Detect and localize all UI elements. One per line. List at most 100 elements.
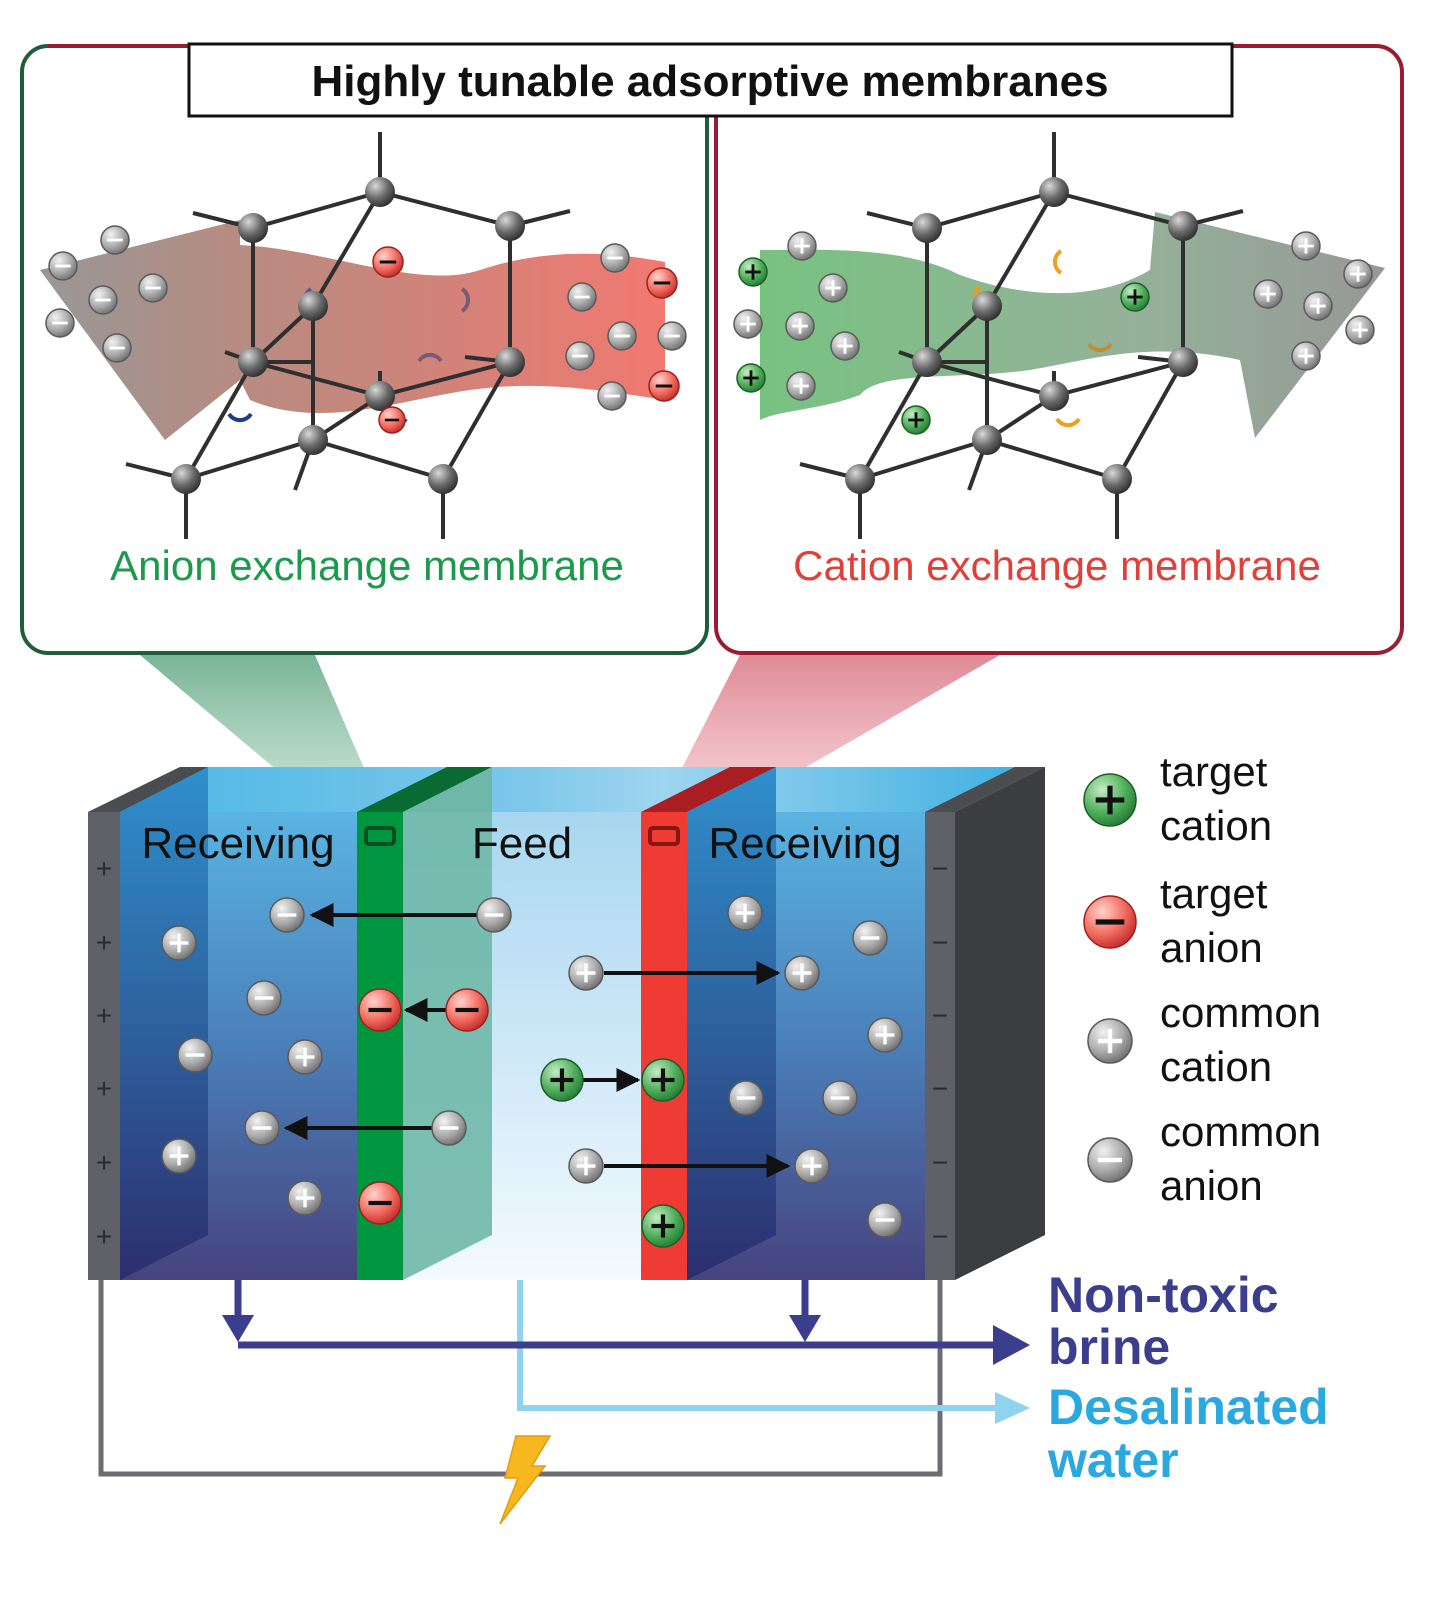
cell-target-anion-2-bar bbox=[368, 1200, 392, 1206]
cell-common-anion-9-bar bbox=[875, 1218, 895, 1222]
cell-common-anion-7-bar bbox=[736, 1096, 756, 1100]
anode-sign: + bbox=[96, 853, 112, 884]
cell-common-cation-2-bar-v bbox=[177, 1146, 181, 1166]
legend-common-cation-line1: common bbox=[1160, 989, 1321, 1036]
lattice-bond bbox=[1115, 361, 1185, 480]
lattice-bond bbox=[379, 360, 511, 398]
cell-common-anion-1 bbox=[476, 897, 512, 933]
panel-target-anion-3-bar bbox=[384, 418, 400, 422]
legend: targetcationtargetanioncommoncationcommo… bbox=[1083, 748, 1321, 1209]
cell-common-cation-9-bar-v bbox=[810, 1156, 814, 1176]
panel-common-anion-2 bbox=[88, 285, 118, 315]
lattice-bond bbox=[1053, 360, 1184, 398]
cathode-top bbox=[925, 767, 1045, 812]
panel-common-cation-5 bbox=[786, 371, 816, 401]
cell-target-anion-1 bbox=[445, 988, 489, 1032]
panel-common-cation-8-bar-v bbox=[1266, 286, 1270, 302]
lattice-bond bbox=[926, 360, 1055, 398]
cation-flow-ribbon bbox=[760, 212, 1385, 438]
transport-arrows bbox=[283, 903, 791, 1178]
panel-target-cation-2 bbox=[1120, 282, 1150, 312]
cell-common-anion-3 bbox=[177, 1037, 213, 1073]
cell-common-anion-7 bbox=[728, 1080, 764, 1116]
panel-common-cation-7-bar-v bbox=[1356, 266, 1360, 282]
binding-site-icon bbox=[460, 287, 470, 313]
panel-common-cation-0-bar-v bbox=[800, 238, 804, 254]
feed-left-wall bbox=[403, 767, 492, 1280]
legend-target-cation-line2: cation bbox=[1160, 802, 1272, 849]
legend-target-cation-icon-bar-v bbox=[1107, 785, 1113, 815]
legend-common-cation-icon bbox=[1087, 1018, 1133, 1064]
cell-common-anion-3-bar bbox=[185, 1053, 205, 1057]
anode-sign: + bbox=[96, 1221, 112, 1252]
cell-common-cation-8 bbox=[568, 1148, 604, 1184]
panel-common-cation-4-bar-v bbox=[843, 338, 847, 354]
brine-arrowhead bbox=[993, 1325, 1030, 1365]
panel-common-cation-10 bbox=[1345, 315, 1375, 345]
panel-common-anion-8-bar bbox=[614, 334, 630, 338]
panel-target-cation-3-bar-v bbox=[914, 412, 918, 428]
lattice-bond bbox=[1053, 190, 1184, 228]
water-label-line1: Desalinated bbox=[1048, 1379, 1329, 1435]
binding-site-icon bbox=[1087, 342, 1113, 352]
cell-target-cation-1-bar-v bbox=[660, 1068, 666, 1092]
lattice-node bbox=[365, 177, 395, 207]
panel-target-anion-3 bbox=[378, 406, 406, 434]
cell-ions bbox=[161, 895, 903, 1248]
cell-common-anion-8-bar bbox=[830, 1096, 850, 1100]
brine-label-line1: Non-toxic bbox=[1048, 1267, 1279, 1323]
cell-common-anion-5 bbox=[431, 1110, 467, 1146]
cell-common-cation-6-bar-v bbox=[800, 963, 804, 983]
cell-common-cation-0-bar-v bbox=[177, 933, 181, 953]
lattice-node bbox=[238, 213, 268, 243]
legend-target-cation-line1: target bbox=[1160, 748, 1268, 795]
panel-common-cation-6 bbox=[1291, 231, 1321, 261]
anion-lattice bbox=[125, 132, 571, 539]
cell-common-anion-4 bbox=[244, 1110, 280, 1146]
cell-target-cation-0-bar-v bbox=[559, 1068, 565, 1092]
panel-target-anion-1-bar bbox=[379, 260, 397, 264]
panel-common-cation-1 bbox=[818, 273, 848, 303]
anode-top bbox=[88, 767, 208, 812]
panel-common-anion-8 bbox=[607, 321, 637, 351]
lattice-bond bbox=[926, 190, 1055, 230]
right-chamber-label: Receiving bbox=[708, 819, 901, 868]
lattice-node bbox=[1039, 381, 1069, 411]
panel-target-cation-0-bar-v bbox=[751, 264, 755, 280]
lattice-bond bbox=[185, 438, 314, 481]
panel-common-cation-0 bbox=[787, 231, 817, 261]
lattice-node bbox=[1039, 177, 1069, 207]
panel-common-cation-2-bar-v bbox=[746, 316, 750, 332]
cell-common-anion-4-bar bbox=[252, 1126, 272, 1130]
panel-common-anion-6 bbox=[600, 243, 630, 273]
cell-target-cation-0 bbox=[540, 1058, 584, 1102]
lattice-bond bbox=[252, 360, 381, 398]
legend-target-anion-line1: target bbox=[1160, 870, 1268, 917]
cell-common-cation-8-bar-v bbox=[584, 1156, 588, 1176]
cation-membrane-slot bbox=[648, 826, 680, 846]
panel-common-anion-4-bar bbox=[52, 321, 68, 325]
cell-common-anion-1-bar bbox=[484, 913, 504, 917]
panel-common-anion-0-bar bbox=[55, 264, 71, 268]
cell-target-anion-2 bbox=[358, 1181, 402, 1225]
legend-target-anion-icon bbox=[1083, 895, 1137, 949]
panel-common-cation-2 bbox=[733, 309, 763, 339]
cell-common-anion-0-bar bbox=[277, 913, 297, 917]
lattice-node bbox=[972, 425, 1002, 455]
legend-item-target-cation: target cation bbox=[1083, 748, 1272, 849]
panel-common-cation-3 bbox=[785, 311, 815, 341]
panel-common-anion-11 bbox=[597, 381, 627, 411]
panel-common-cation-11 bbox=[1291, 341, 1321, 371]
panel-common-anion-4 bbox=[45, 308, 75, 338]
cell-common-anion-2-bar bbox=[254, 996, 274, 1000]
brine-pipes bbox=[222, 1280, 1030, 1365]
anode-sign: + bbox=[96, 1000, 112, 1031]
lattice-bond bbox=[184, 361, 255, 480]
legend-common-anion-line1: common bbox=[1160, 1108, 1321, 1155]
panel-target-anion-1 bbox=[372, 246, 404, 278]
panel-common-anion-7-bar bbox=[574, 295, 590, 299]
cell-common-anion-5-bar bbox=[439, 1126, 459, 1130]
